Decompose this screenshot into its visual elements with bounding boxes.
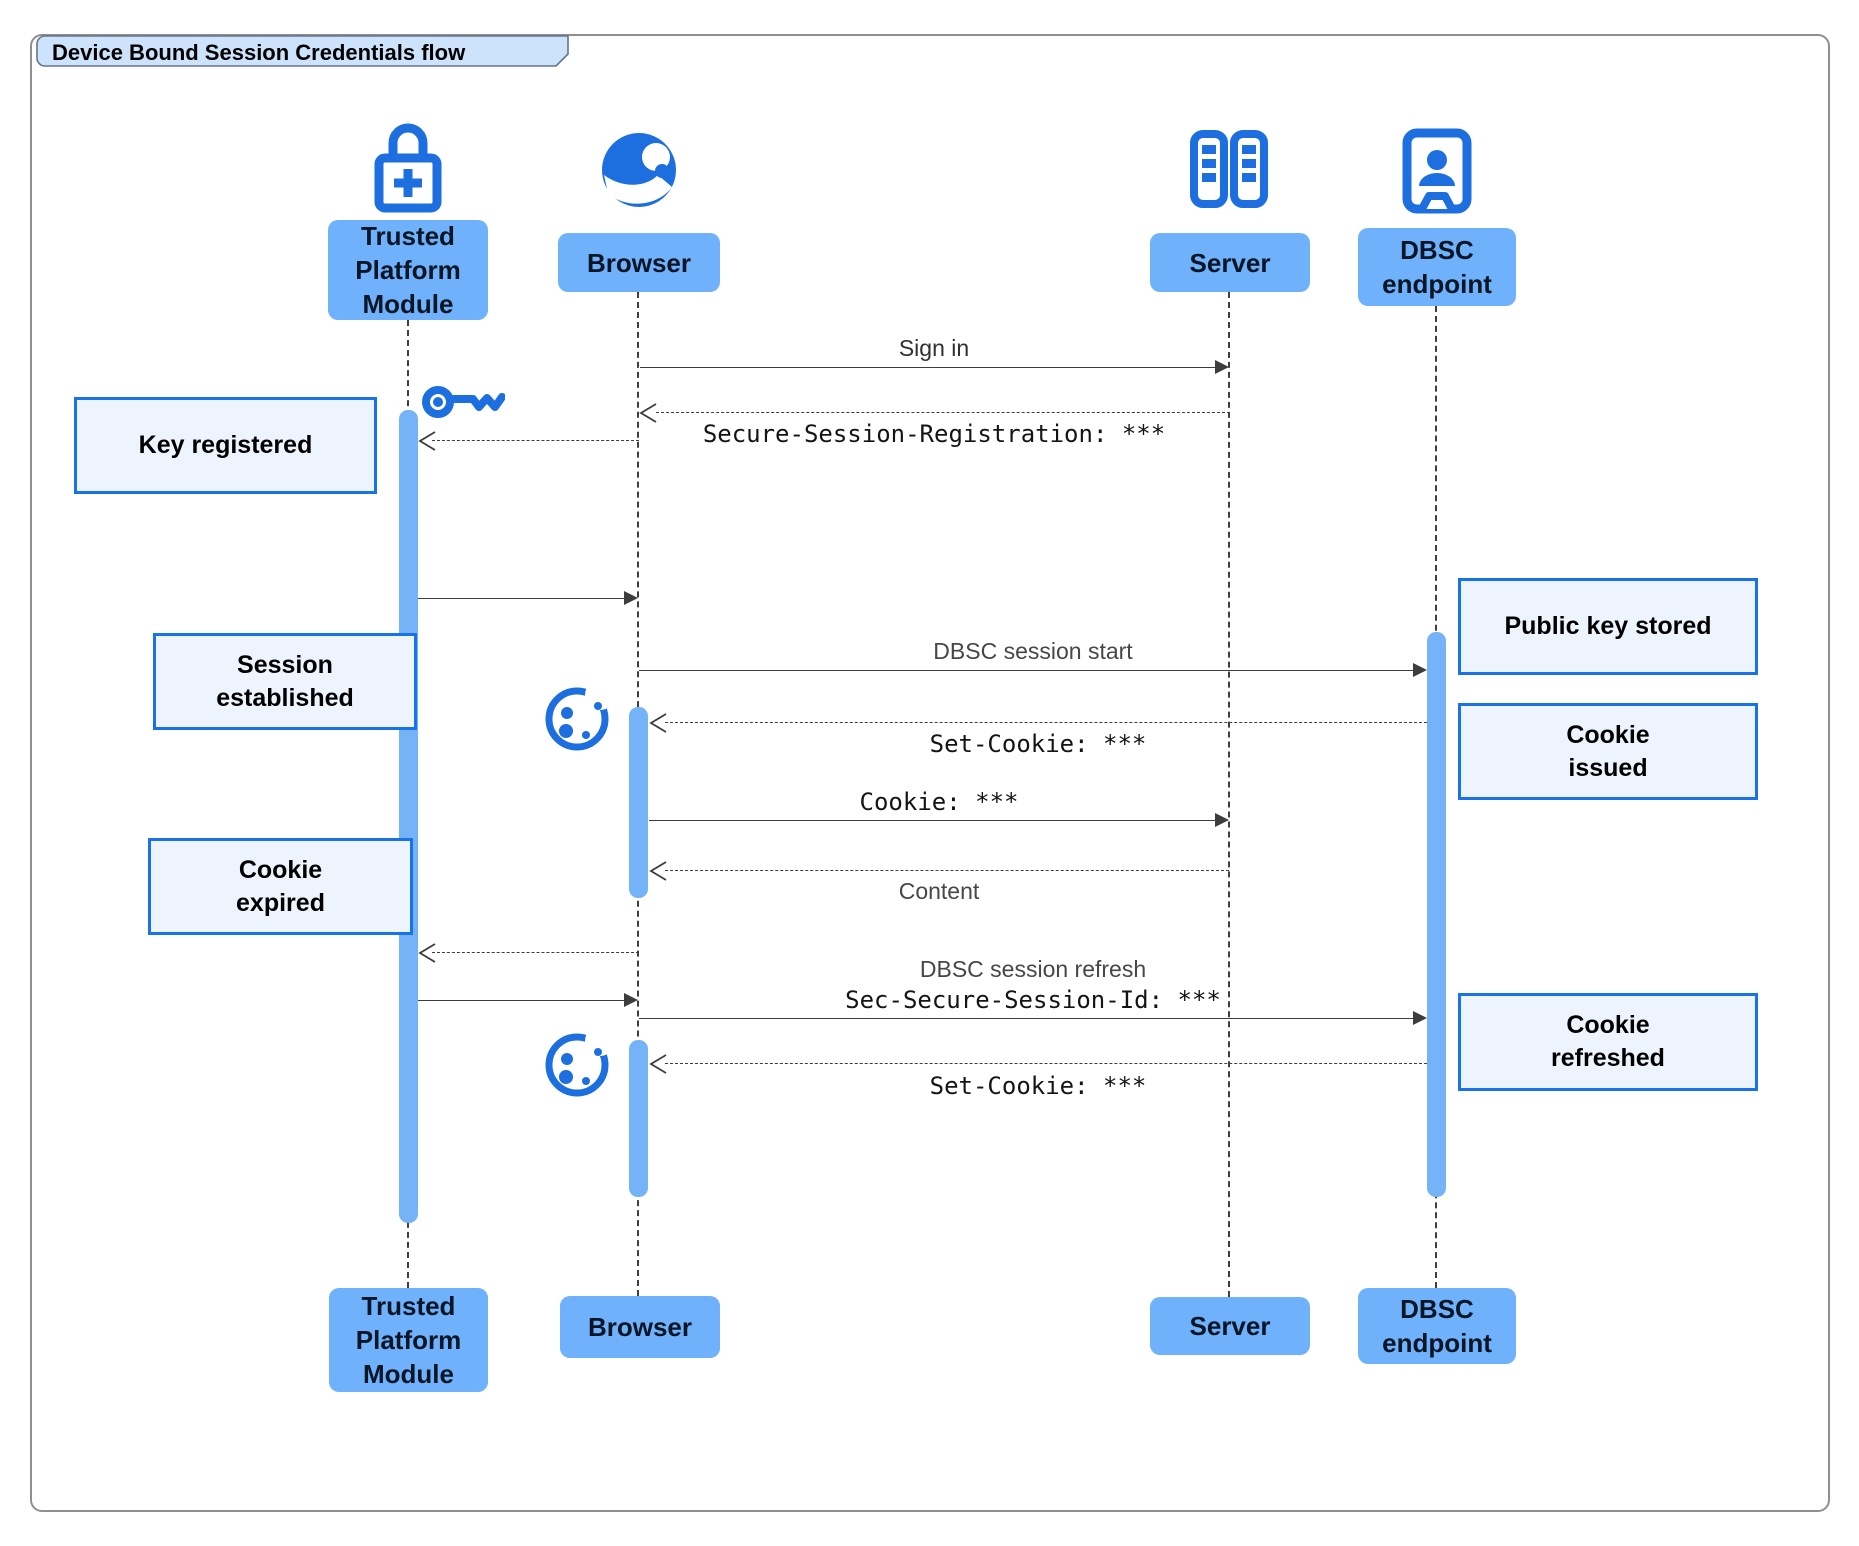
content-line	[665, 870, 1229, 871]
key-icon	[422, 386, 505, 418]
browser-activation-bar-1	[629, 707, 648, 898]
note-session-established: Session established	[153, 633, 417, 730]
sign-in-label: Sign in	[898, 335, 970, 361]
participant-browser-bottom: Browser	[560, 1296, 720, 1358]
cookie-icon	[545, 1026, 615, 1097]
content-arrowhead	[649, 861, 667, 881]
diagram-title: Device Bound Session Credentials flow	[52, 40, 466, 65]
set-cookie-2-label: Set-Cookie: ***	[929, 1072, 1147, 1100]
set-cookie-2-line	[665, 1063, 1427, 1064]
sec-secure-session-id-label: Sec-Secure-Session-Id: ***	[845, 986, 1221, 1014]
cookie-label: Cookie: ***	[859, 788, 1019, 816]
dbsc-session-refresh-line	[639, 1018, 1413, 1019]
dbsc-session-start-label: DBSC session start	[933, 638, 1133, 664]
server-lifeline	[1228, 292, 1230, 1297]
note-key-registered: Key registered	[74, 397, 377, 494]
register-key-line	[432, 440, 639, 441]
participant-browser-label: Browser	[587, 1312, 693, 1342]
dbsc-session-refresh-label: DBSC session refresh	[919, 956, 1147, 982]
set-cookie-2-arrowhead	[649, 1054, 667, 1074]
dbsc-session-refresh-arrowhead	[1413, 1011, 1427, 1025]
browser-activation-bar-2	[629, 1040, 648, 1197]
dbsc-session-start-arrowhead	[1413, 663, 1427, 677]
participant-dbsc-top: DBSC endpoint	[1358, 228, 1516, 306]
participant-server-top: Server	[1150, 233, 1310, 292]
sign-in-arrowhead	[1215, 360, 1229, 374]
tpm-activation-bar	[399, 410, 418, 1223]
key-return-arrowhead	[624, 591, 638, 605]
note-cookie-expired: Cookie expired	[148, 838, 413, 935]
resign-return-line	[418, 1000, 624, 1001]
badge-person-icon	[1402, 128, 1472, 214]
participant-tpm-bottom: Trusted Platform Module	[329, 1288, 488, 1392]
participant-dbsc-label: DBSC endpoint	[1382, 235, 1492, 299]
participant-tpm-label: Trusted Platform Module	[355, 221, 461, 319]
key-return-line	[418, 598, 624, 599]
participant-server-bottom: Server	[1150, 1297, 1310, 1355]
session-registration-line	[656, 412, 1230, 413]
participant-server-label: Server	[1189, 1311, 1271, 1341]
register-key-arrowhead	[418, 431, 436, 451]
set-cookie-1-label: Set-Cookie: ***	[929, 730, 1147, 758]
session-registration-label: Secure-Session-Registration: ***	[702, 420, 1166, 448]
set-cookie-1-line	[665, 722, 1427, 723]
cookie-line	[649, 820, 1215, 821]
globe-icon	[602, 133, 676, 207]
set-cookie-1-arrowhead	[649, 713, 667, 733]
participant-tpm-label: Trusted Platform Module	[355, 1291, 462, 1389]
note-public-key-stored: Public key stored	[1458, 578, 1758, 675]
participant-tpm-top: Trusted Platform Module	[328, 220, 488, 320]
resign-request-line	[432, 952, 639, 953]
content-label: Content	[898, 878, 980, 904]
lock-plus-icon	[374, 123, 442, 213]
participant-browser-label: Browser	[586, 247, 692, 278]
participant-dbsc-bottom: DBSC endpoint	[1358, 1288, 1516, 1364]
resign-return-arrowhead	[624, 993, 638, 1007]
dbsc-activation-bar	[1427, 632, 1446, 1197]
participant-browser-top: Browser	[558, 233, 720, 292]
server-rack-icon	[1190, 130, 1268, 208]
resign-request-arrowhead	[418, 943, 436, 963]
note-cookie-refreshed: Cookie refreshed	[1458, 993, 1758, 1091]
dbsc-session-start-line	[639, 670, 1413, 671]
title-tab	[36, 35, 569, 67]
session-registration-arrowhead	[639, 403, 657, 423]
cookie-arrowhead	[1215, 813, 1229, 827]
cookie-icon	[545, 680, 615, 751]
participant-server-label: Server	[1189, 247, 1271, 278]
note-cookie-issued: Cookie issued	[1458, 703, 1758, 800]
sign-in-line	[640, 367, 1215, 368]
participant-dbsc-label: DBSC endpoint	[1382, 1294, 1492, 1358]
